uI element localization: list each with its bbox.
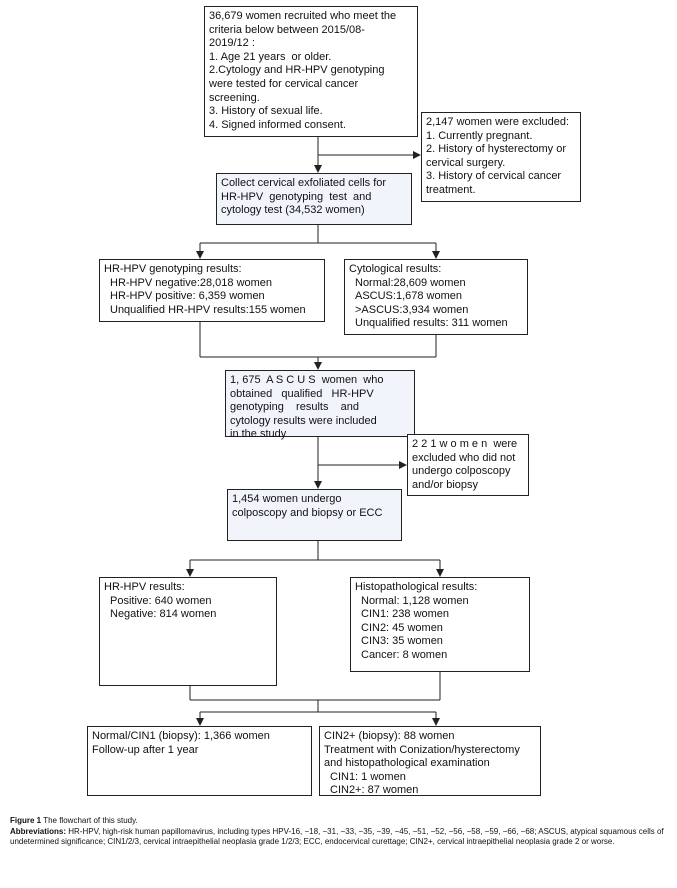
excluded2-line-2: excluded who did not	[412, 451, 516, 464]
abbreviations-label: Abbreviations:	[10, 826, 67, 836]
cin2plus-item: CIN2+: 87 women	[330, 784, 419, 797]
figure-caption: Figure 1 The flowchart of this study. Ab…	[10, 816, 670, 848]
collect-line-1: Collect cervical exfoliated cells for	[221, 177, 387, 189]
hpv-final-item: Negative: 814 women	[110, 608, 217, 621]
excluded2-line-3: undergo colposcopy	[412, 465, 511, 478]
recruit-line-8: 3. History of sexual life.	[209, 105, 323, 118]
ascus-line-4: cytology results were included	[230, 414, 377, 427]
normal-cin1-line-2: Follow-up after 1 year	[92, 743, 199, 756]
ascus-line-1: 1, 675 A S C U S women who	[230, 374, 384, 386]
hpv-genotyping-results-box: HR-HPV genotyping results: HR-HPV negati…	[99, 259, 325, 322]
histo-item: CIN1: 238 women	[361, 608, 450, 621]
figure-title-text: The flowchart of this study.	[41, 816, 138, 825]
exclusion-box-1: 2,147 women were excluded: 1. Currently …	[421, 112, 581, 202]
cin2plus-line-2: Treatment with Conization/hysterectomy	[324, 743, 520, 756]
recruit-line-2: criteria below between 2015/08-	[209, 23, 365, 36]
cin2-plus-box: CIN2+ (biopsy): 88 women Treatment with …	[319, 726, 541, 796]
colposcopy-line-2: colposcopy and biopsy or ECC	[232, 506, 383, 519]
histo-item: CIN2: 45 women	[361, 621, 443, 634]
histo-item: CIN3: 35 women	[361, 635, 443, 648]
cyto-result-item: Unqualified results: 311 women	[355, 317, 508, 330]
histo-item: Cancer: 8 women	[361, 648, 448, 661]
cyto-result-item: Normal:28,609 women	[355, 276, 466, 289]
cin2plus-line-1: CIN2+ (biopsy): 88 women	[324, 730, 455, 742]
recruit-line-7: screening.	[209, 91, 260, 104]
abbreviations: Abbreviations: HR-HPV, high-risk human p…	[10, 827, 670, 848]
hpv-results-title: HR-HPV genotyping results:	[104, 263, 242, 275]
recruit-line-9: 4. Signed informed consent.	[209, 118, 346, 131]
excluded2-line-4: and/or biopsy	[412, 478, 479, 491]
cyto-results-title: Cytological results:	[349, 263, 442, 275]
recruitment-criteria-box: 36,679 women recruited who meet the crit…	[204, 6, 418, 137]
hpv-final-title: HR-HPV results:	[104, 581, 185, 593]
hpv-result-item: HR-HPV positive: 6,359 women	[110, 290, 265, 303]
excluded2-line-1: 2 2 1 w o m e n were	[412, 438, 518, 450]
cin2plus-line-3: and histopathological examination	[324, 757, 490, 770]
abbreviations-text: HR-HPV, high-risk human papillomavirus, …	[10, 826, 664, 847]
cytological-results-box: Cytological results: Normal:28,609 women…	[344, 259, 528, 335]
ascus-line-5: in the study	[230, 428, 287, 441]
cin2plus-item: CIN1: 1 women	[330, 770, 406, 783]
recruit-line-4: 1. Age 21 years or older.	[209, 50, 332, 63]
colposcopy-line-1: 1,454 women undergo	[232, 493, 342, 505]
hpv-final-results-box: HR-HPV results: Positive: 640 women Nega…	[99, 577, 277, 686]
collect-line-3: cytology test (34,532 women)	[221, 204, 365, 217]
figure-title: Figure 1 The flowchart of this study.	[10, 816, 670, 827]
excluded1-line-4: cervical surgery.	[426, 156, 506, 169]
ascus-line-2: obtained qualified HR-HPV	[230, 387, 374, 400]
figure-label: Figure 1	[10, 816, 42, 825]
ascus-line-3: genotyping results and	[230, 401, 360, 414]
histo-title: Histopathological results:	[355, 581, 478, 593]
cyto-result-item: >ASCUS:3,934 women	[355, 303, 469, 316]
excluded1-line-5: 3. History of cervical cancer	[426, 170, 562, 183]
exclusion-box-2: 2 2 1 w o m e n were excluded who did no…	[407, 434, 529, 496]
recruit-line-6: were tested for cervical cancer	[209, 77, 359, 90]
ascus-included-box: 1, 675 A S C U S women who obtained qual…	[225, 370, 415, 440]
excluded1-line-6: treatment.	[426, 183, 476, 196]
hpv-result-item: HR-HPV negative:28,018 women	[110, 276, 273, 289]
hpv-final-item: Positive: 640 women	[110, 594, 212, 607]
histo-item: Normal: 1,128 women	[361, 594, 469, 607]
cyto-result-item: ASCUS:1,678 women	[355, 290, 462, 303]
recruit-line-3: 2019/12 :	[209, 37, 255, 50]
histopathological-results-box: Histopathological results: Normal: 1,128…	[350, 577, 530, 672]
colposcopy-box: 1,454 women undergo colposcopy and biops…	[227, 489, 402, 541]
recruit-line-5: 2.Cytology and HR-HPV genotyping	[209, 64, 385, 77]
normal-cin1-box: Normal/CIN1 (biopsy): 1,366 women Follow…	[87, 726, 312, 796]
hpv-result-item: Unqualified HR-HPV results:155 women	[110, 303, 306, 316]
collect-line-2: HR-HPV genotyping test and	[221, 190, 372, 203]
recruit-line-1: 36,679 women recruited who meet the	[209, 10, 397, 22]
excluded1-line-3: 2. History of hysterectomy or	[426, 143, 566, 156]
excluded1-line-2: 1. Currently pregnant.	[426, 129, 533, 142]
collect-cells-box: Collect cervical exfoliated cells for HR…	[216, 173, 412, 225]
normal-cin1-line-1: Normal/CIN1 (biopsy): 1,366 women	[92, 730, 270, 742]
excluded1-line-1: 2,147 women were excluded:	[426, 116, 570, 128]
